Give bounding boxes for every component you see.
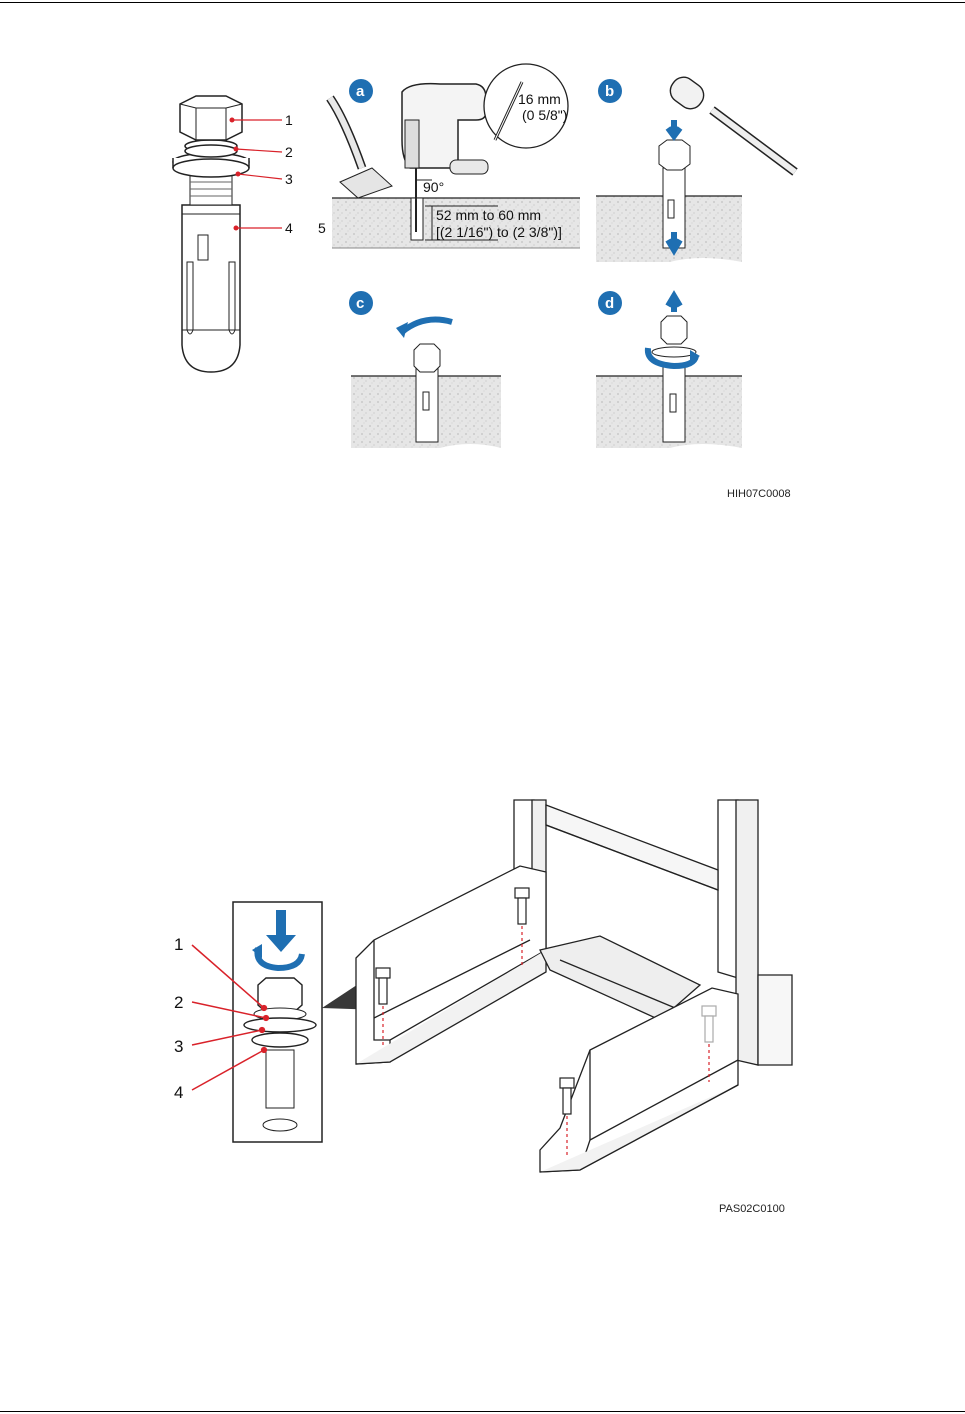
fig2-callout-4: 4 [174, 1083, 183, 1102]
step-c-badge: c [349, 291, 373, 315]
callout-4: 4 [285, 220, 293, 236]
expansion-bolt-installation-figure: 1 2 3 4 5 90° 52 mm to 60 mm [(2 1/16") … [0, 0, 965, 520]
anchor-guides [383, 926, 709, 1158]
callout-5: 5 [318, 220, 326, 236]
fig2-callout-2: 2 [174, 993, 183, 1012]
fig2-callout-1: 1 [174, 935, 183, 954]
hole-depth-label: 52 mm to 60 mm [436, 207, 541, 223]
fig2-callout-3: 3 [174, 1037, 183, 1056]
bolt-inset [233, 902, 322, 1142]
callout-2: 2 [285, 144, 293, 160]
figure1-code: HIH07C0008 [727, 488, 791, 500]
callout-1: 1 [285, 112, 293, 128]
zoom-indicator [322, 975, 380, 1010]
drill-bit-size-imperial-label: (0 5/8") [522, 107, 567, 123]
callout-leaders-fig2 [192, 945, 266, 1090]
figure2-code: PAS02C0100 [719, 1203, 785, 1215]
svg-text:c: c [356, 295, 364, 312]
drill-angle-label: 90° [423, 179, 444, 195]
callout-3: 3 [285, 171, 293, 187]
step-b-badge: b [598, 79, 622, 103]
step-d-badge: d [598, 291, 622, 315]
step-c-tightening [351, 320, 501, 448]
svg-text:b: b [605, 83, 614, 100]
svg-text:a: a [356, 83, 365, 100]
drill-bit-size-label: 16 mm [518, 91, 561, 107]
hole-depth-imperial-label: [(2 1/16") to (2 3/8")] [436, 224, 562, 240]
step-b-hammering [596, 72, 795, 262]
step-d-removing [596, 296, 742, 448]
page-bottom-rule [0, 1411, 965, 1412]
expansion-bolt-exploded [173, 96, 249, 372]
step-a-badge: a [349, 79, 373, 103]
svg-text:d: d [605, 295, 614, 312]
base-frame [356, 800, 792, 1172]
